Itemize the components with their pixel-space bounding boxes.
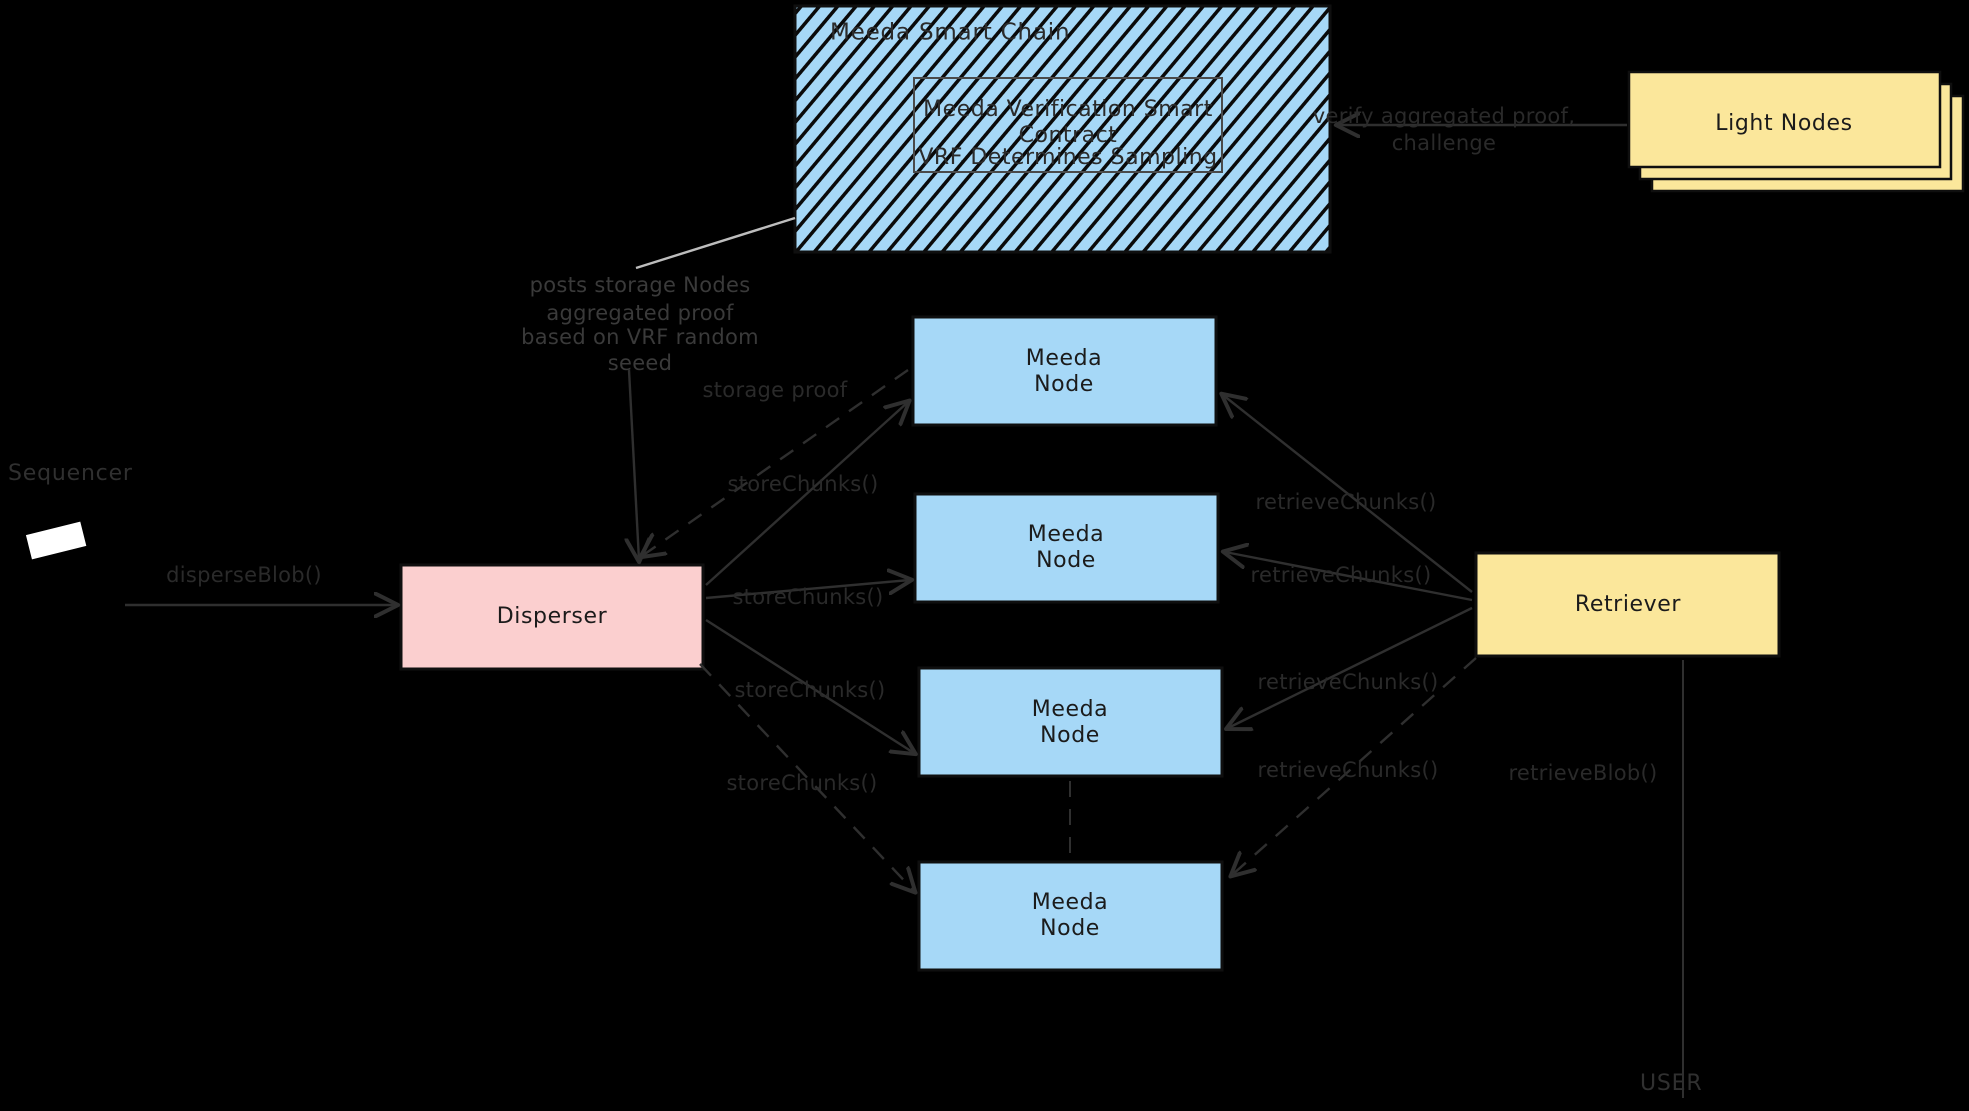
store-chunks-3-label: storeChunks()	[734, 678, 885, 702]
edge-store-chunks-3: storeChunks()	[705, 618, 914, 753]
meeda-node-4-box[interactable]	[917, 860, 1224, 972]
meeda-node-3-line2: Node	[1040, 723, 1100, 748]
meeda-node-3[interactable]: Meeda Node	[917, 666, 1224, 778]
meeda-node-1-box[interactable]	[911, 315, 1218, 427]
edge-retrieve-chunks-2: retrieveChunks()	[1225, 552, 1473, 602]
meeda-verification-contract-box[interactable]: Meeda Verification Smart Contract VRF De…	[913, 77, 1223, 173]
retriever-box[interactable]	[1474, 551, 1781, 658]
store-chunks-4-label: storeChunks()	[726, 771, 877, 795]
posts-proof-leader-line	[635, 216, 796, 270]
verification-contract-line1: Meeda Verification Smart	[923, 97, 1213, 122]
verification-contract-line2: Contract	[1019, 123, 1118, 148]
posts-proof-label-line3: based on VRF random	[521, 325, 759, 349]
retriever-node[interactable]: Retriever	[1474, 551, 1781, 658]
meeda-smart-chain-container[interactable]: Meeda Smart Chain Meeda Verification Sma…	[793, 4, 1332, 254]
disperser-box[interactable]	[399, 563, 705, 671]
retriever-label: Retriever	[1575, 592, 1682, 617]
store-chunks-1-line	[705, 402, 908, 586]
retrieve-chunks-3-line	[1228, 606, 1473, 728]
meeda-node-1-line1: Meeda	[1026, 346, 1103, 371]
posts-proof-label-line4: seeed	[608, 351, 673, 375]
meeda-smart-chain-title: Meeda Smart Chain	[830, 20, 1070, 46]
meeda-node-3-box[interactable]	[917, 666, 1224, 778]
meeda-node-4-line1: Meeda	[1032, 890, 1109, 915]
retrieve-chunks-2-label: retrieveChunks()	[1251, 563, 1432, 587]
meeda-node-1-line2: Node	[1034, 372, 1094, 397]
retrieve-chunks-3-label: retrieveChunks()	[1258, 670, 1439, 694]
edge-store-chunks-4: storeChunks()	[699, 663, 914, 891]
meeda-node-1[interactable]: Meeda Node	[911, 315, 1218, 427]
retrieve-chunks-2-line	[1225, 552, 1473, 602]
retrieve-chunks-1-label: retrieveChunks()	[1256, 490, 1437, 514]
disperser-node[interactable]: Disperser	[399, 563, 705, 671]
edge-retrieve-blob: retrieveBlob()	[1508, 660, 1684, 1098]
retrieve-blob-label: retrieveBlob()	[1508, 761, 1657, 785]
verify-label-line2: challenge	[1392, 131, 1497, 155]
store-chunks-2-line	[705, 580, 910, 600]
store-chunks-4-line	[699, 663, 914, 891]
edge-verify-aggregated-proof: verify aggregated proof, challenge	[1313, 104, 1627, 155]
posts-proof-label-line2: aggregated proof	[546, 301, 734, 325]
edge-storage-proof: storage proof	[642, 369, 909, 556]
user-label: USER	[1640, 1071, 1702, 1096]
verification-contract-line3: VRF Determines Sampling	[918, 145, 1217, 170]
light-nodes-label: Light Nodes	[1715, 111, 1852, 136]
edge-store-chunks-2: storeChunks()	[705, 580, 910, 609]
meeda-node-2-line2: Node	[1036, 548, 1096, 573]
verify-label-line1: verify aggregated proof,	[1313, 104, 1575, 128]
store-chunks-2-label: storeChunks()	[732, 585, 883, 609]
retrieve-chunks-4-label: retrieveChunks()	[1258, 758, 1439, 782]
edge-posts-aggregated-proof: posts storage Nodes aggregated proof bas…	[521, 216, 796, 560]
meeda-node-2[interactable]: Meeda Node	[913, 492, 1220, 604]
user-actor[interactable]: USER	[1640, 1071, 1702, 1096]
edge-retrieve-chunks-3: retrieveChunks()	[1228, 606, 1473, 728]
sequencer-label: Sequencer	[8, 461, 133, 486]
meeda-smart-chain-box[interactable]	[793, 4, 1332, 254]
sequencer-glyph	[25, 521, 87, 560]
store-chunks-3-line	[705, 618, 914, 753]
meeda-node-4-line2: Node	[1040, 916, 1100, 941]
meeda-node-2-box[interactable]	[913, 492, 1220, 604]
meeda-node-2-line1: Meeda	[1028, 522, 1105, 547]
storage-proof-label: storage proof	[703, 378, 848, 402]
edge-retrieve-chunks-1: retrieveChunks()	[1223, 395, 1473, 593]
disperse-blob-label: disperseBlob()	[166, 563, 322, 587]
posts-proof-label-line1: posts storage Nodes	[530, 273, 751, 297]
light-nodes-card-front[interactable]	[1627, 70, 1942, 169]
edge-disperse-blob: disperseBlob()	[125, 563, 396, 605]
posts-proof-arrow-line	[629, 369, 639, 560]
edge-store-chunks-1: storeChunks()	[705, 402, 908, 586]
disperser-label: Disperser	[497, 604, 608, 629]
sequencer-actor[interactable]: Sequencer	[8, 461, 133, 560]
edge-retrieve-chunks-4: retrieveChunks()	[1232, 657, 1477, 875]
retrieve-chunks-1-line	[1223, 395, 1473, 593]
light-nodes-stack[interactable]: Light Nodes	[1627, 70, 1965, 193]
meeda-node-3-line1: Meeda	[1032, 697, 1109, 722]
store-chunks-1-label: storeChunks()	[727, 472, 878, 496]
meeda-node-4[interactable]: Meeda Node	[917, 860, 1224, 972]
verification-contract-outline	[913, 77, 1223, 173]
